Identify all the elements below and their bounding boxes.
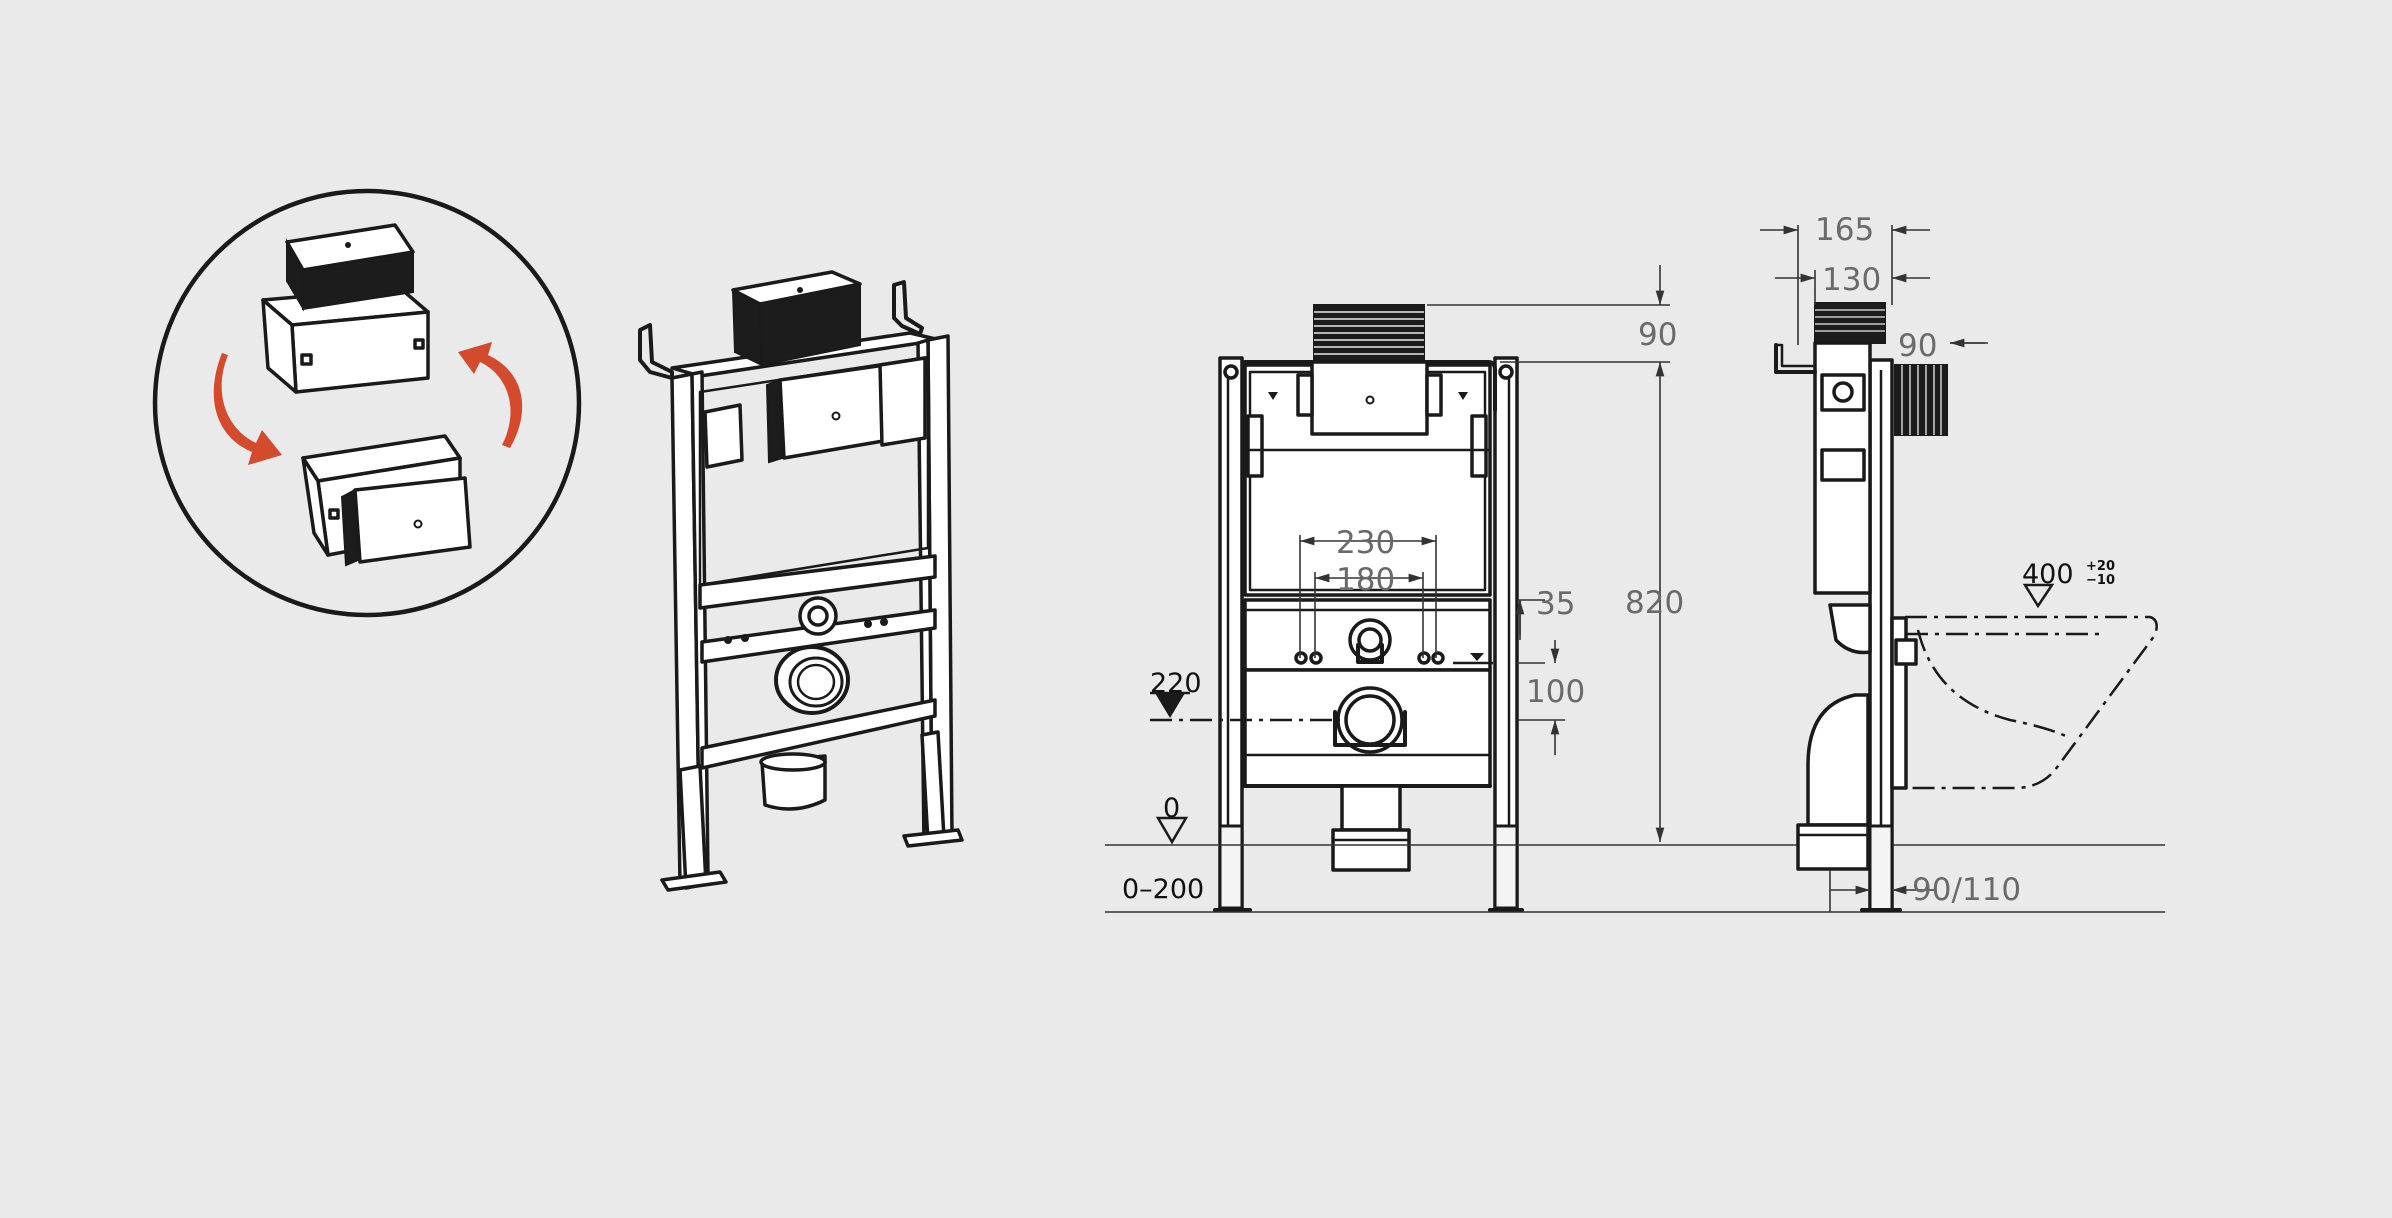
dim-label-leg-range: 0–200 [1122,874,1204,905]
front-view-dimensions [1105,265,2165,913]
level-label-220: 220 [1150,668,1202,699]
inset-unit-upper [261,223,430,394]
swap-arrows-icon [213,342,523,465]
dim-label-wall-offset: 90/110 [1912,872,2021,908]
dim-label-230: 230 [1336,525,1395,561]
cistern-swap-inset [152,188,582,618]
frame-perspective-view [638,270,964,892]
dim-label-35: 35 [1536,586,1575,622]
dim-label-130: 130 [1822,262,1881,298]
dim-label-165: 165 [1815,212,1874,248]
frame-side-view [1774,302,2158,912]
dim-label-100: 100 [1526,674,1585,710]
inset-unit-lower [301,434,472,567]
tolerance-minus: −10 [2086,573,2115,588]
dim-label-90-side: 90 [1898,328,1937,364]
dim-label-400: 400 [2022,559,2074,590]
dim-label-180: 180 [1336,562,1395,598]
tolerance-plus: +20 [2086,559,2115,574]
dim-label-90-top: 90 [1638,317,1677,353]
frame-front-view [1213,304,1524,912]
level-label-0: 0 [1163,793,1180,824]
side-view-dimensions [1760,225,2055,912]
dim-label-820: 820 [1625,585,1684,621]
